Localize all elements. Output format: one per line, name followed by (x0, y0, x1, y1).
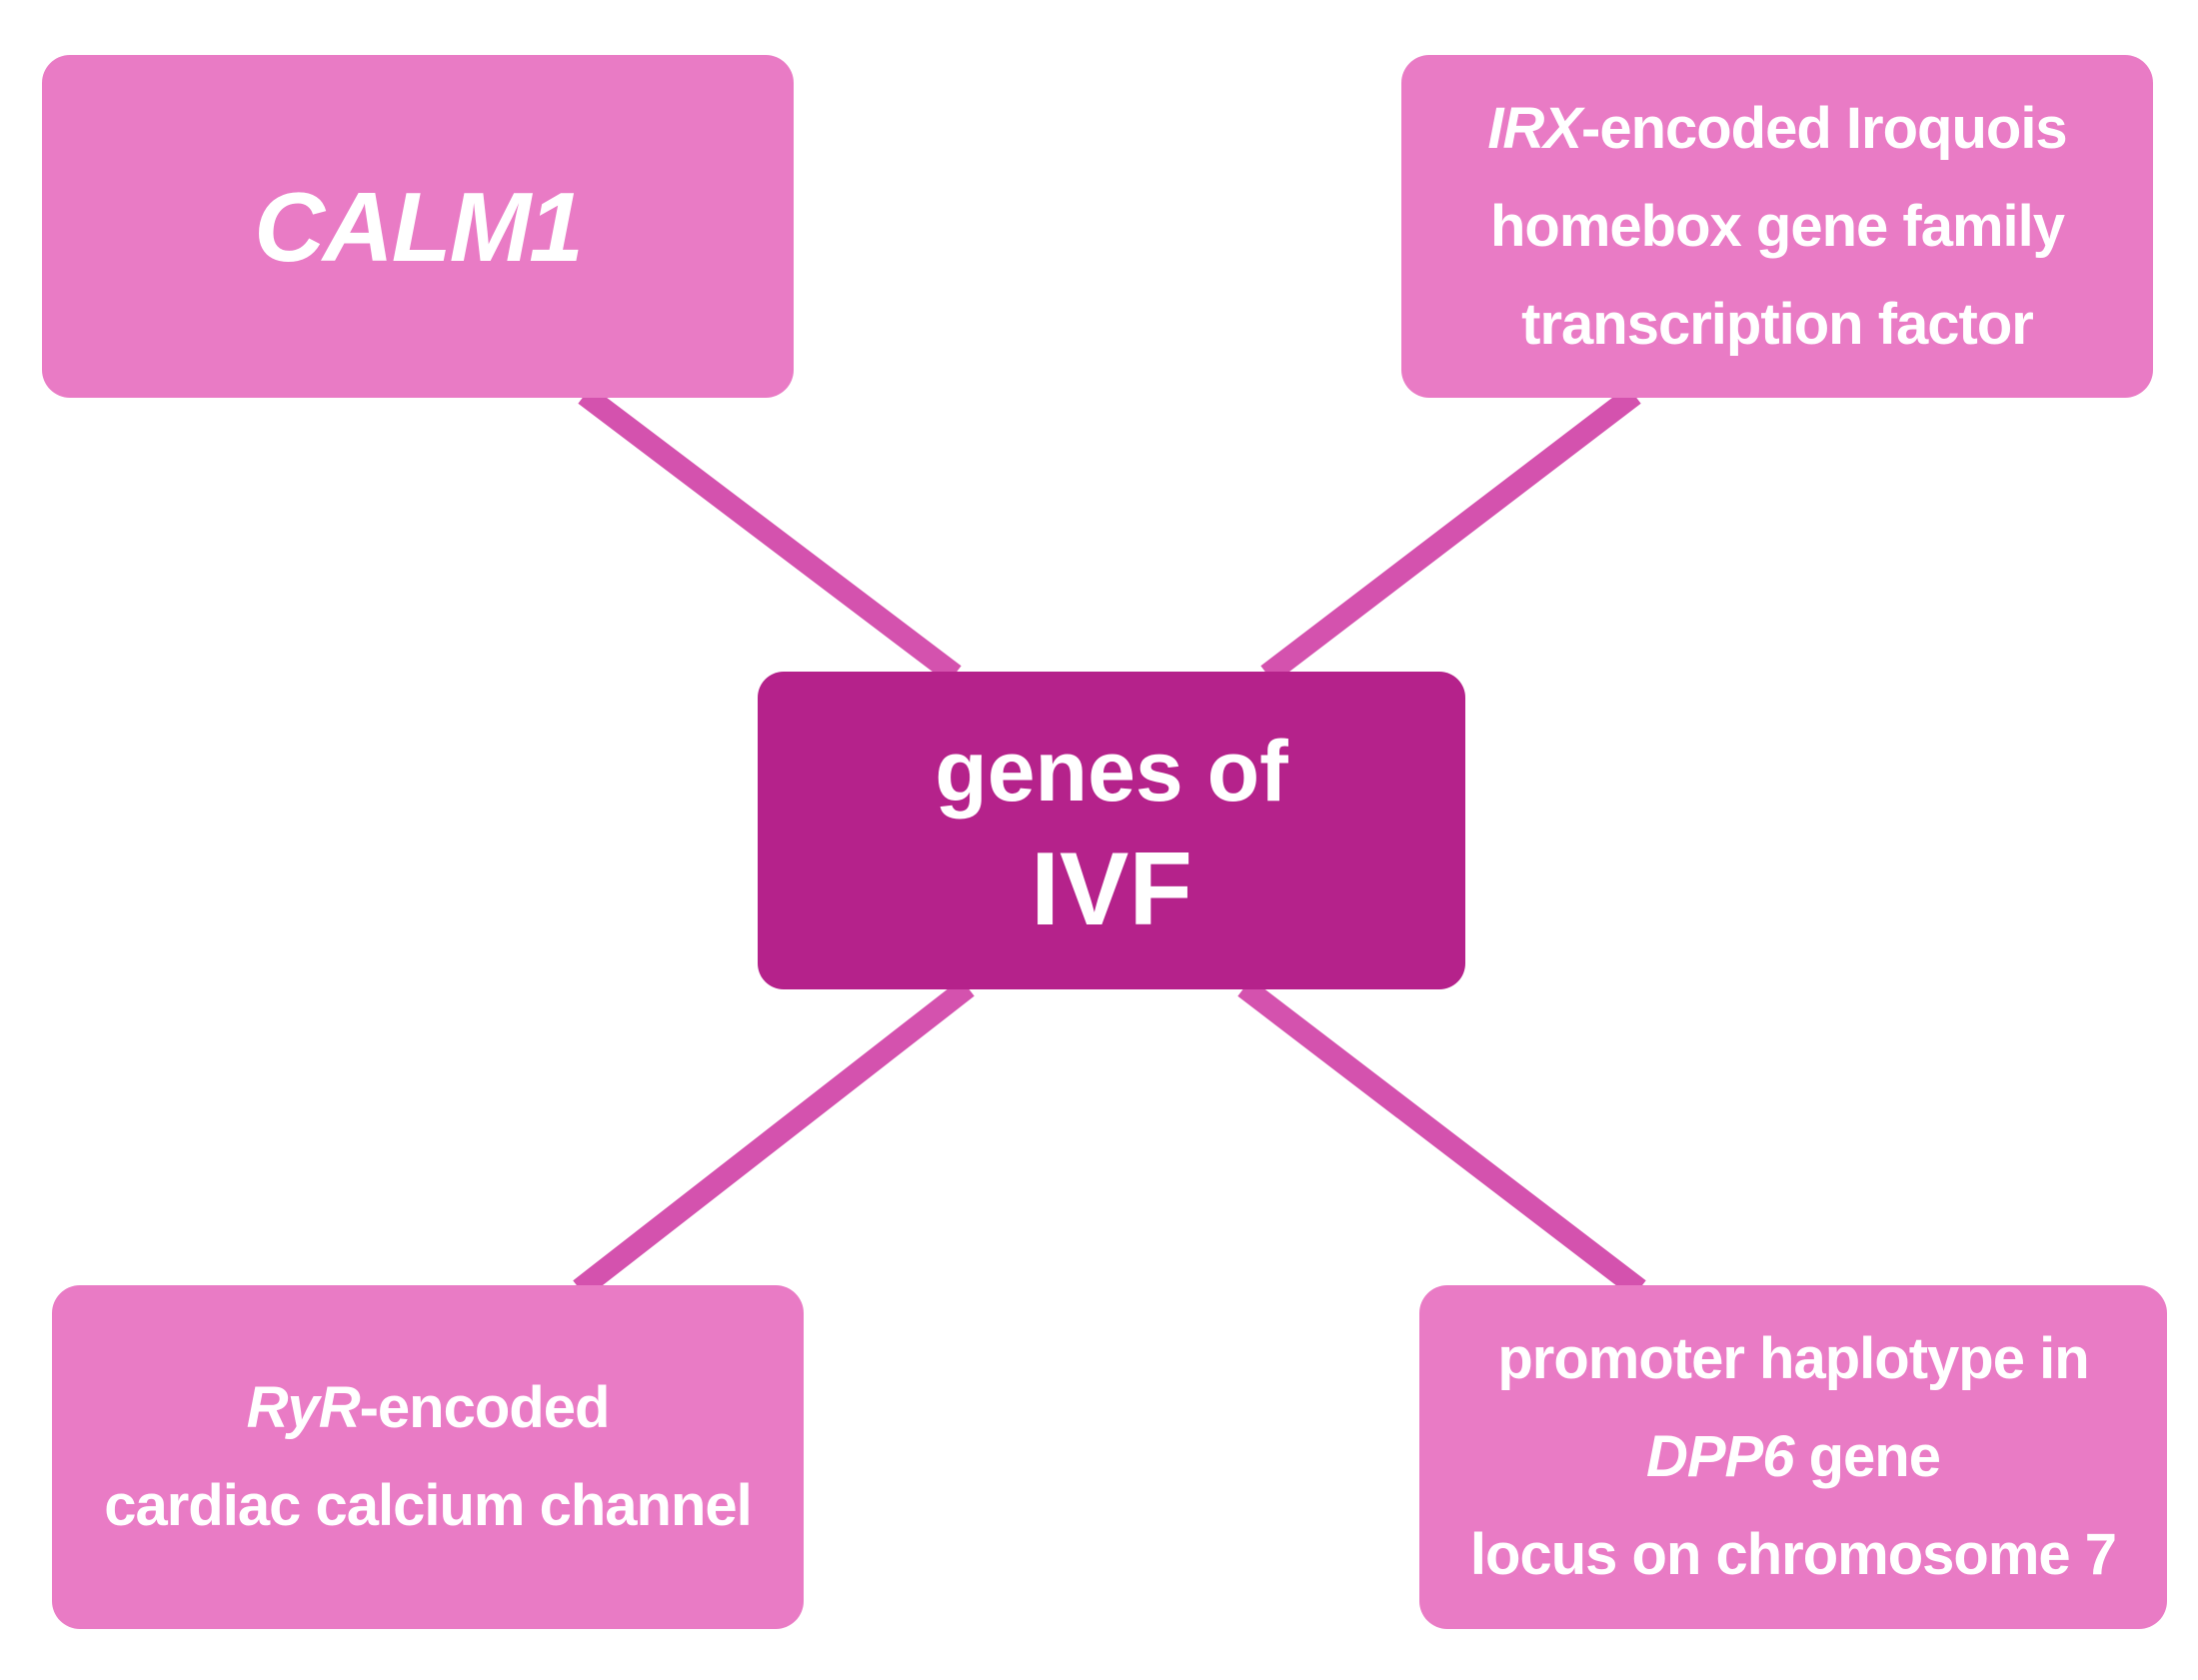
node-irx-transcription-factor: IRX-encoded Iroquois homebox gene family… (1401, 55, 2153, 398)
node-ryr-line2: cardiac calcium channel (104, 1473, 753, 1538)
node-irx-line2: homebox gene family (1489, 193, 2065, 259)
node-center-line2: IVF (1031, 832, 1192, 947)
node-center-line1: genes of (935, 724, 1288, 820)
node-irx-line3: transcription factor (1521, 291, 2034, 357)
node-genes-of-ivf: genes of IVF (758, 672, 1465, 989)
node-dpp6-line3: locus on chromosome 7 (1469, 1522, 2117, 1587)
node-dpp6-line2: DPP6 gene (1645, 1424, 1941, 1489)
connector-center-to-bottom-right (1237, 978, 1646, 1298)
node-dpp6-promoter-haplotype: promoter haplotype in DPP6 gene locus on… (1419, 1285, 2167, 1629)
node-ryr-gene-name: RyR (246, 1375, 361, 1440)
node-irx-gene-name: IRX (1487, 95, 1582, 161)
node-ryr-line1: RyR-encoded (246, 1375, 611, 1440)
node-irx-line1: IRX-encoded Iroquois (1487, 95, 2067, 161)
node-ryr-calcium-channel: RyR-encoded cardiac calcium channel (52, 1285, 804, 1629)
node-dpp6-line1: promoter haplotype in (1497, 1326, 2089, 1391)
node-calm1-label: CALM1 (254, 171, 584, 282)
connector-center-to-top-left (578, 386, 962, 684)
node-calm1: CALM1 (42, 55, 794, 398)
connector-center-to-bottom-left (573, 978, 975, 1298)
node-dpp6-gene-name: DPP6 (1645, 1424, 1795, 1489)
connector-center-to-top-right (1260, 386, 1641, 684)
